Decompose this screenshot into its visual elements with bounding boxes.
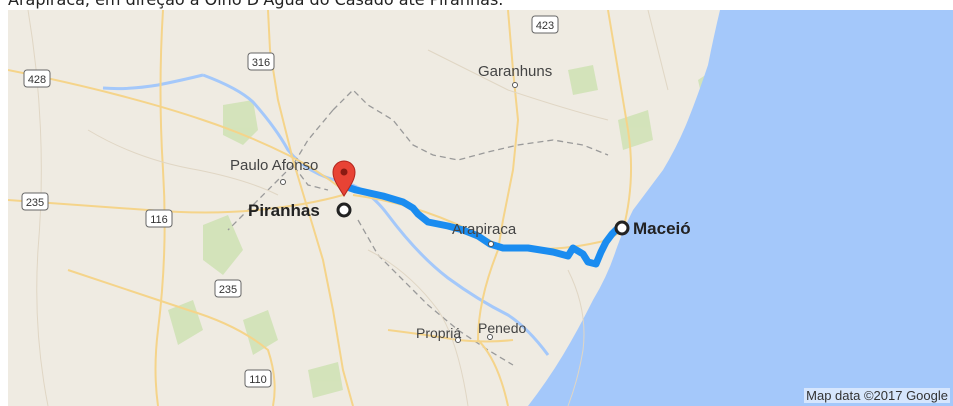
town-dots xyxy=(280,82,518,343)
route-line[interactable] xyxy=(346,184,622,268)
map-attribution: Map data ©2017 Google xyxy=(804,388,950,403)
circle-marker-icon xyxy=(336,202,352,218)
origin-marker[interactable]: Piranhas xyxy=(248,201,352,220)
town-label-garanhuns: Garanhuns xyxy=(478,63,552,80)
highways xyxy=(8,10,633,406)
shield-316: 316 xyxy=(247,52,275,71)
destination-marker[interactable]: Maceió xyxy=(614,219,691,238)
svg-text:116: 116 xyxy=(150,214,168,226)
minor-roads xyxy=(27,10,669,406)
map-view[interactable]: 423 316 428 235 116 235 110 xyxy=(8,10,953,406)
map-pin-icon[interactable] xyxy=(332,160,356,197)
svg-text:423: 423 xyxy=(536,20,554,32)
svg-text:110: 110 xyxy=(249,374,267,386)
svg-text:235: 235 xyxy=(26,197,44,209)
shield-423: 423 xyxy=(531,15,559,34)
park-areas xyxy=(168,65,720,398)
town-label-propria: Propriá xyxy=(416,325,461,341)
origin-label: Piranhas xyxy=(248,201,320,220)
ocean xyxy=(528,10,953,406)
map-canvas[interactable]: 423 316 428 235 116 235 110 xyxy=(8,10,953,406)
shield-235-west: 235 xyxy=(21,192,49,211)
town-label-arapiraca: Arapiraca xyxy=(452,221,517,238)
circle-marker-icon xyxy=(614,220,630,236)
svg-text:235: 235 xyxy=(219,284,237,296)
shield-428: 428 xyxy=(23,69,51,88)
destination-label: Maceió xyxy=(633,219,691,238)
shield-116: 116 xyxy=(145,209,173,228)
svg-text:316: 316 xyxy=(252,57,270,69)
shield-235-south: 235 xyxy=(214,279,242,298)
river-upper xyxy=(102,73,204,91)
shield-110: 110 xyxy=(244,369,272,388)
town-label-paulo-afonso: Paulo Afonso xyxy=(230,157,318,174)
map-caption: Arapiraca, em direção a Olho D'Água do C… xyxy=(8,0,953,9)
town-label-penedo: Penedo xyxy=(478,320,526,336)
svg-text:428: 428 xyxy=(28,74,46,86)
